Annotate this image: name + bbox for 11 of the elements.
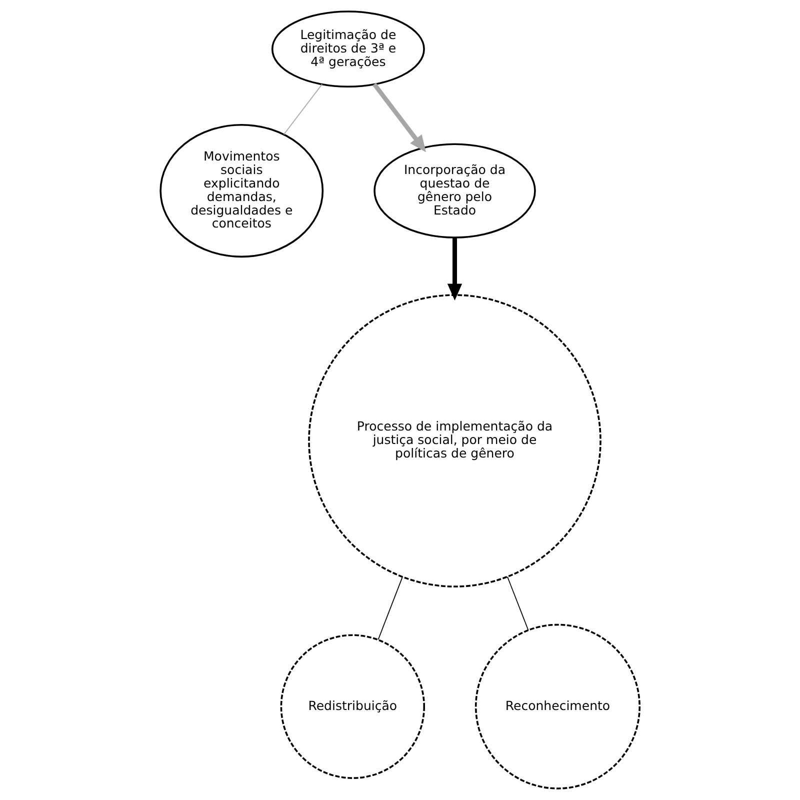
node-ellipse: Movimentos sociais explicitando demandas, desigualdades e conceitos (160, 124, 324, 258)
node-circle: Redistribuição (280, 634, 426, 779)
connector (507, 576, 529, 631)
arrow (447, 238, 462, 301)
node-circle: Reconhecimento (474, 624, 640, 790)
node-ellipse: Incorporação da questao de gênero pelo Estado (374, 143, 536, 238)
node-ellipse: Legitimação de direitos de 3ª e 4ª gerações (271, 10, 425, 88)
node-circle: Processo de implementação da justiça social, por meio de políticas de gênero (308, 294, 602, 588)
connector (378, 576, 403, 640)
arrow (372, 82, 426, 152)
connector (283, 84, 323, 135)
